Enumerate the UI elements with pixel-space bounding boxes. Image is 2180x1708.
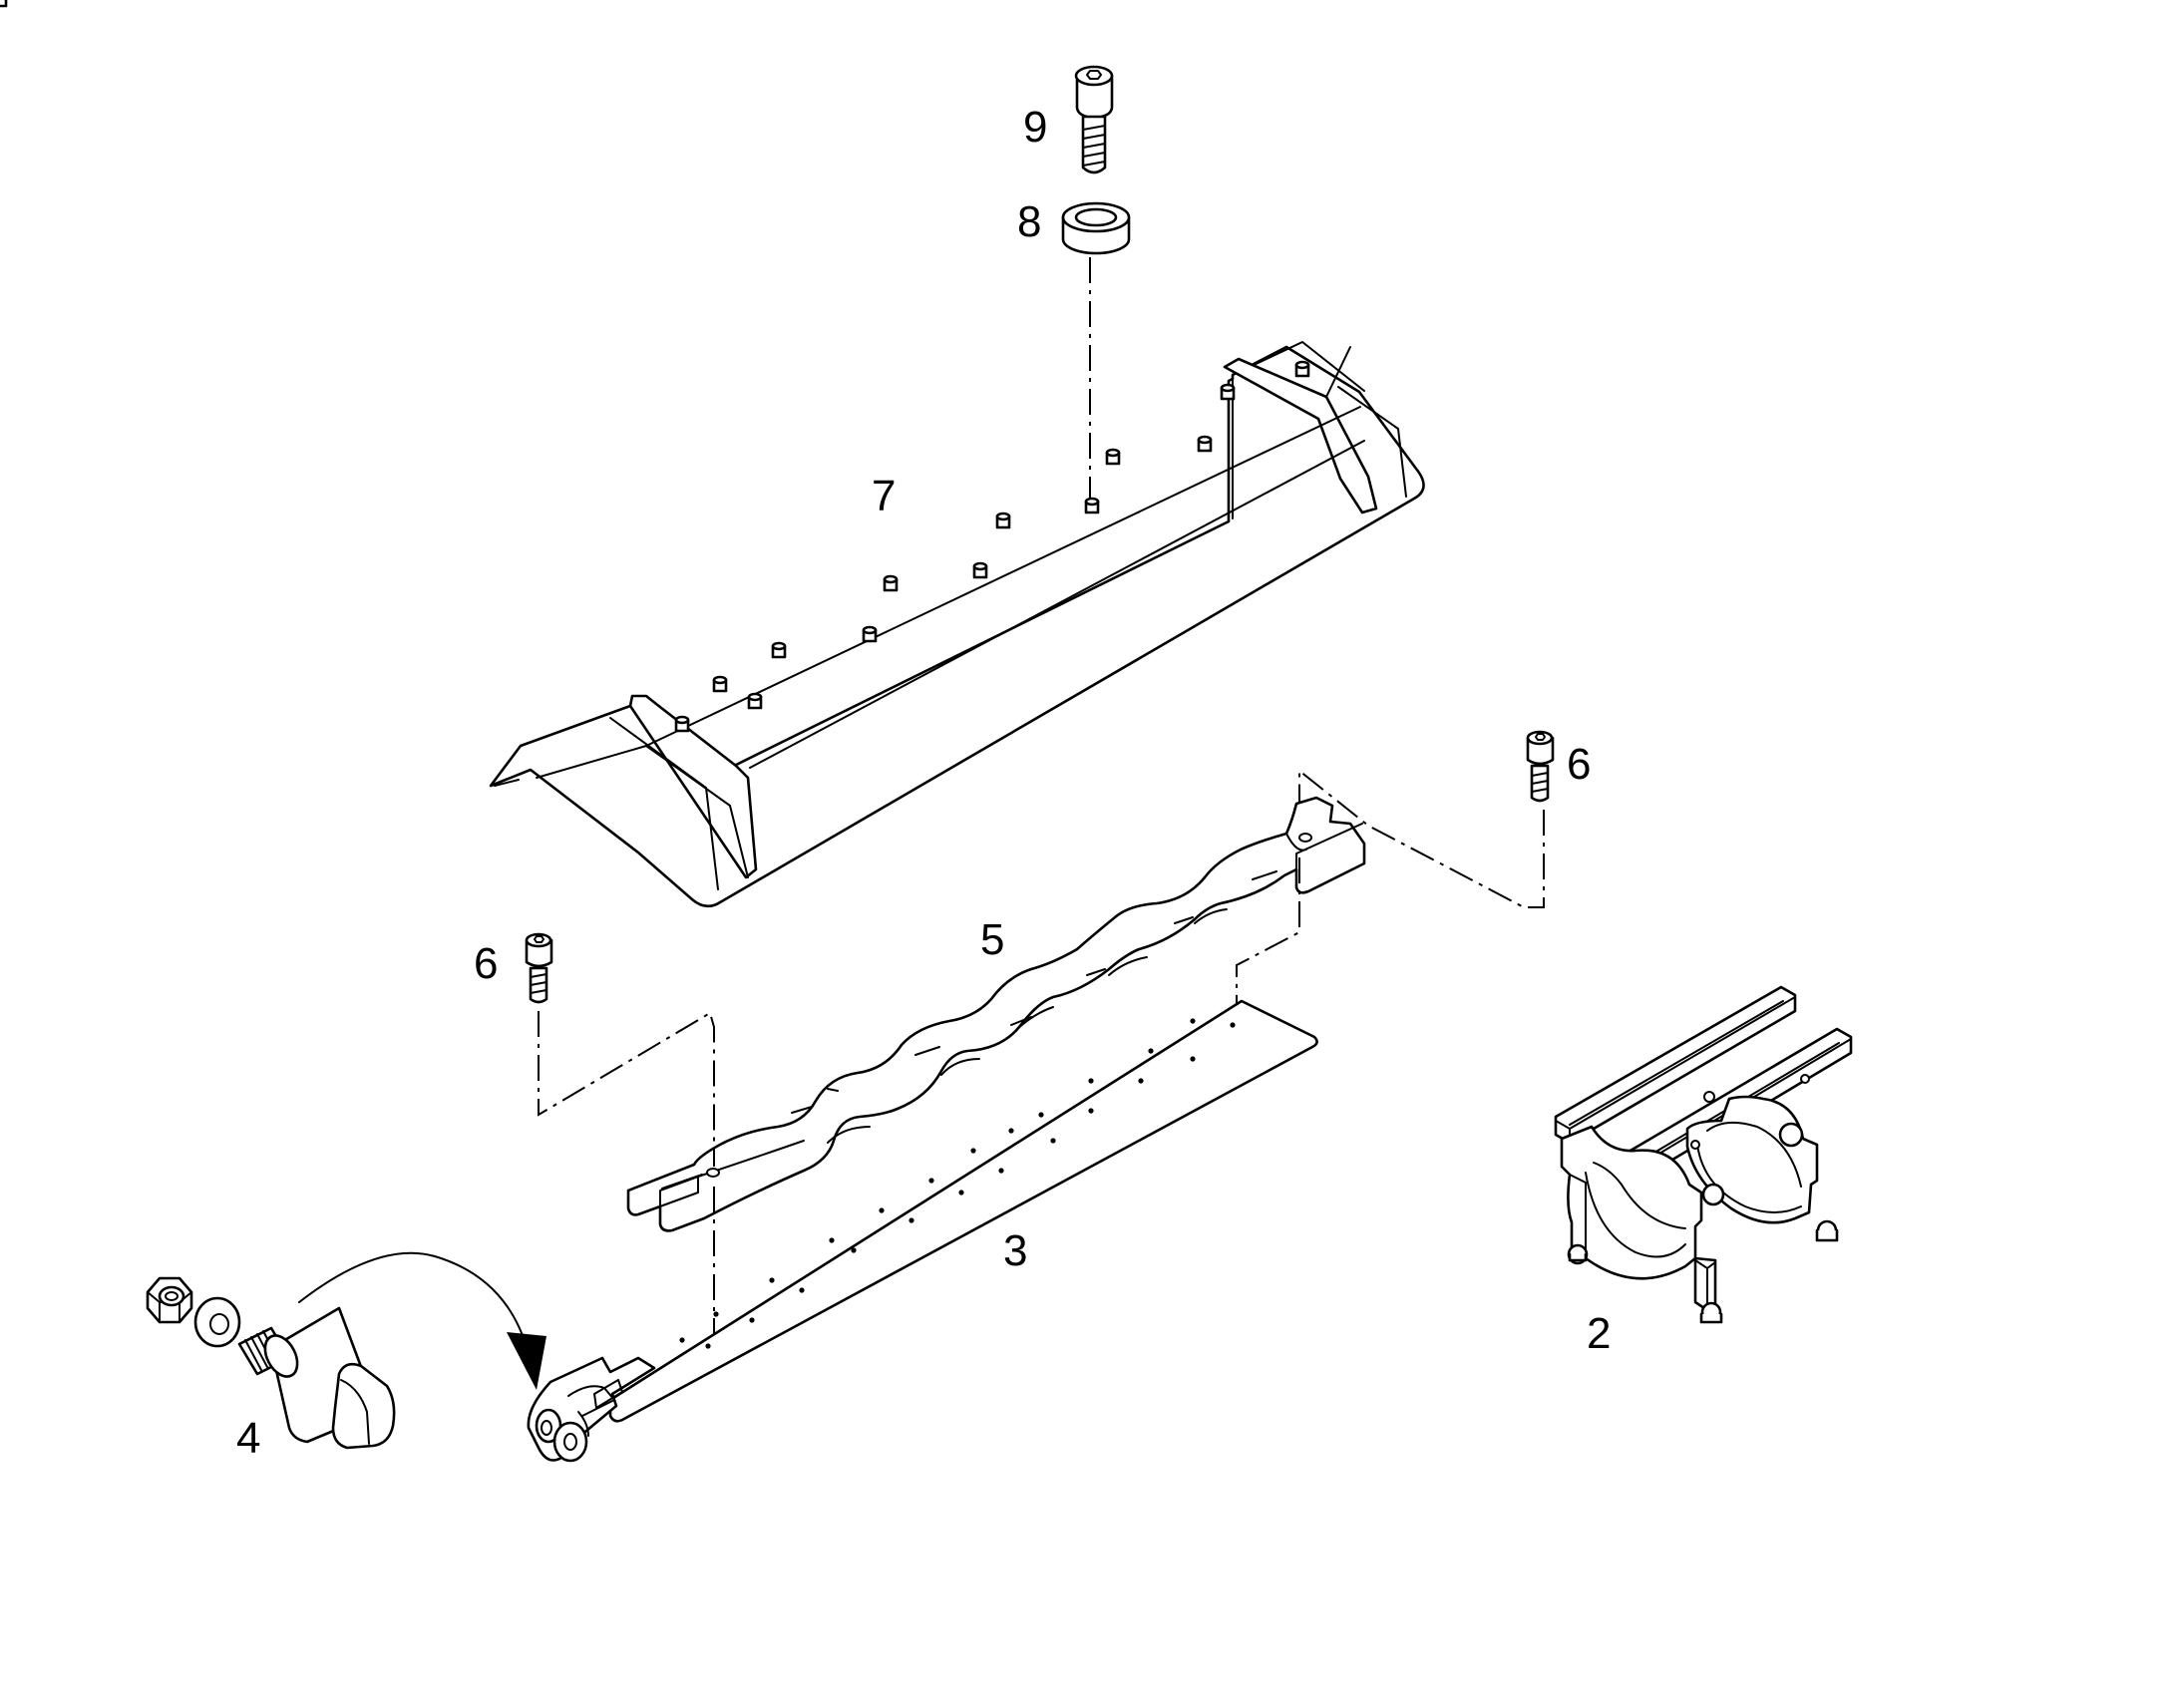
strap-holes (679, 1018, 1236, 1349)
callout-3: 3 (1003, 1226, 1027, 1275)
cover-part-7 (489, 341, 1425, 908)
bolt-part-6-left (525, 932, 553, 1004)
spacer-part-8 (1061, 201, 1131, 255)
bolt-part-9 (1074, 65, 1114, 174)
callout-6-left: 6 (474, 939, 498, 988)
callout-5: 5 (980, 915, 1004, 964)
pin-assembly-part-4 (146, 1276, 396, 1450)
bolt-part-6-right (1526, 730, 1555, 803)
cover-bolt-holes (0, 0, 1310, 733)
callout-4: 4 (236, 1414, 260, 1463)
assembly-arrow (298, 1251, 546, 1390)
callout-2: 2 (1587, 1309, 1611, 1358)
callout-9: 9 (1023, 103, 1047, 152)
strap-part-3 (527, 999, 1318, 1463)
callout-6-right: 6 (1567, 740, 1591, 789)
callout-7: 7 (872, 472, 896, 520)
clamp-assembly-part-2 (1554, 985, 1853, 1324)
callout-8: 8 (1017, 197, 1041, 246)
